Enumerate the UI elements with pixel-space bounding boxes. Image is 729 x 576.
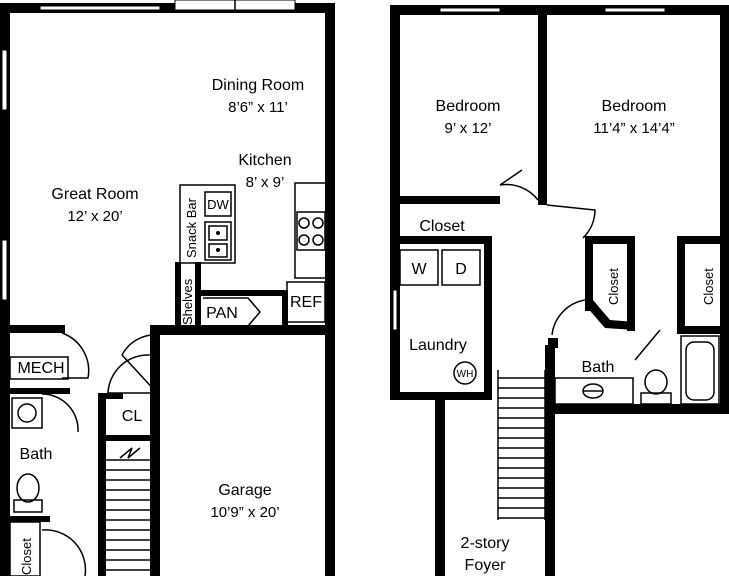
bedroom1-size: 9’ x 12’	[445, 120, 492, 137]
mech-south-wall	[0, 388, 70, 394]
range-counter	[294, 182, 328, 279]
dining-room-size: 8’6” x 11’	[228, 99, 288, 116]
pantry-top-wall	[195, 290, 285, 296]
laundry-window	[392, 289, 398, 331]
garage-label: Garage	[218, 482, 271, 499]
cl-top-wall	[98, 393, 123, 399]
closet-right-bottom	[677, 326, 729, 334]
east-wall-upper-floor	[720, 5, 729, 410]
laundry-east-wall	[484, 236, 492, 400]
laundry-south-wall	[390, 392, 492, 400]
closet-bottom-wall	[390, 236, 490, 244]
ref-left-wall	[282, 290, 288, 330]
second-floor-plan: Bedroom 9’ x 12’ Bedroom 11’4” x 14’4” C…	[390, 5, 729, 576]
stair-treads-upper	[497, 370, 546, 520]
bedroom1-label: Bedroom	[436, 98, 501, 115]
foyer-label-line2: Foyer	[465, 557, 507, 574]
water-heater-label: WH	[457, 369, 474, 380]
closet-left-top	[585, 236, 635, 244]
pan-label: PAN	[206, 305, 238, 322]
mech-box	[9, 356, 69, 380]
washer	[399, 249, 439, 286]
bedroom-divider	[538, 5, 547, 205]
east-wall-upper	[325, 3, 335, 333]
shelves-wall	[175, 262, 181, 332]
bath-south-wall	[555, 404, 729, 414]
ref-label: REF	[290, 294, 322, 311]
refrigerator	[286, 281, 326, 323]
dishwasher	[204, 191, 232, 217]
closet-right-west	[677, 236, 685, 330]
snack-bar-counter	[179, 184, 236, 264]
bathtub	[680, 335, 720, 405]
dryer-label: D	[455, 261, 467, 278]
stove	[296, 211, 326, 251]
dw-label: DW	[207, 197, 229, 212]
toilet	[16, 473, 40, 503]
first-floor-plan: Great Room 12’ x 20’ Dining Room 8’6” x …	[0, 0, 335, 576]
toilet-upper	[644, 369, 668, 395]
closet-label-floor1: Closet	[19, 538, 34, 575]
closet-left-label: Closet	[606, 268, 621, 305]
garage-size: 10’9” x 20’	[210, 504, 279, 521]
bath-corner	[548, 338, 558, 348]
bath-sink	[11, 397, 43, 429]
west-window-1	[1, 49, 8, 111]
dryer	[441, 249, 481, 286]
kitchen-label: Kitchen	[238, 152, 291, 169]
north-wall	[0, 3, 335, 13]
bedroom2-window	[604, 7, 666, 13]
cl-bottom-wall	[98, 435, 153, 441]
bath-label-floor2: Bath	[582, 359, 615, 376]
bedroom1-window	[439, 7, 501, 13]
dining-room-label: Dining Room	[212, 77, 304, 94]
snack-bar-label: Snack Bar	[184, 197, 199, 258]
garage-north-wall	[150, 325, 335, 335]
foyer-label-line1: 2-story	[461, 535, 510, 552]
north-window-1	[39, 5, 161, 11]
kitchen-size: 8’ x 9’	[246, 174, 285, 191]
washer-label: W	[411, 261, 427, 278]
shelves-label: Shelves	[180, 278, 195, 325]
west-window-2	[1, 239, 8, 301]
vanity	[554, 377, 634, 405]
bath-south-wall	[0, 516, 50, 522]
pantry-wall-left	[195, 262, 201, 332]
laundry-label: Laundry	[409, 337, 467, 354]
closet-right-top	[677, 236, 729, 244]
stair-treads	[106, 447, 150, 571]
bedroom2-label: Bedroom	[602, 98, 667, 115]
water-heater	[453, 361, 477, 385]
north-wall-upper	[390, 5, 729, 15]
closet-main-label: Closet	[419, 218, 465, 235]
closet-left-east	[627, 236, 635, 331]
mech-label: MECH	[17, 360, 64, 377]
cl-label: CL	[122, 408, 143, 425]
bedroom2-size: 11’4” x 14’4”	[593, 120, 674, 137]
bath-label-floor1: Bath	[20, 446, 53, 463]
stair-west-wall	[98, 393, 106, 576]
sink	[204, 221, 232, 261]
garage-west-wall	[150, 325, 160, 576]
closet-box	[9, 521, 41, 576]
closet-left-west	[585, 236, 593, 311]
mech-north-wall	[0, 325, 65, 333]
closet-right-label: Closet	[701, 268, 716, 305]
foyer-west-wall	[435, 400, 445, 576]
foyer-east-wall	[545, 345, 555, 576]
garage-east-wall	[325, 325, 335, 576]
great-room-size: 12’ x 20’	[67, 208, 122, 225]
great-room-label: Great Room	[51, 186, 138, 203]
